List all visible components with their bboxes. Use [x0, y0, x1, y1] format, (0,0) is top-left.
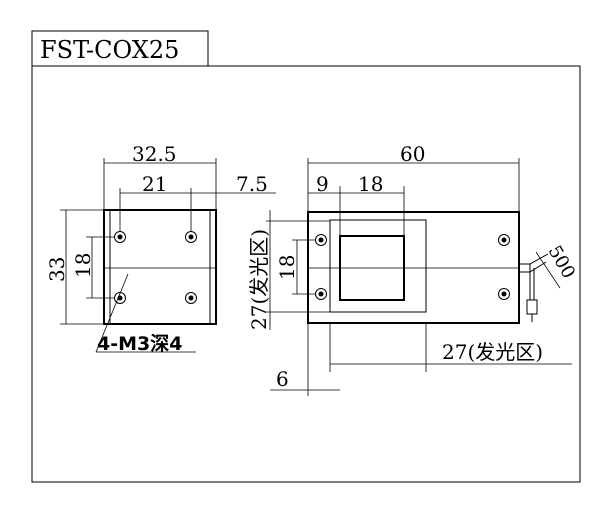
right-view: 500 60 9 18 27(发光区) 18 27(发光区) 6 [247, 142, 579, 396]
mounting-hole [114, 231, 126, 243]
dim-18-left: 18 [71, 253, 95, 278]
dim-7-5: 7.5 [236, 172, 268, 196]
title-box [31, 30, 209, 67]
mounting-hole [315, 288, 327, 300]
title-text: FST-COX25 [40, 36, 179, 64]
cable [519, 253, 549, 322]
drawing-frame [31, 65, 581, 483]
dim-18-vertical: 18 [275, 255, 299, 280]
dim-32-5: 32.5 [132, 142, 177, 166]
dim-21: 21 [142, 172, 167, 196]
hole-note-leader [95, 273, 129, 353]
right-body-outline [307, 211, 520, 324]
mounting-hole [498, 234, 510, 246]
dim-500: 500 [544, 242, 579, 282]
mounting-hole [185, 231, 197, 243]
emission-window-inner [339, 235, 405, 301]
dim-18-top: 18 [358, 172, 383, 196]
dim-27-horizontal: 27(发光区) [442, 340, 543, 364]
mounting-hole [498, 288, 510, 300]
dim-line-500 [535, 251, 561, 289]
dim-60: 60 [400, 142, 425, 166]
mounting-hole [315, 234, 327, 246]
dim-33: 33 [45, 257, 69, 282]
emission-window-outer [329, 219, 427, 313]
left-view: 32.5 21 7.5 33 18 4-M3深4 [45, 142, 276, 355]
left-body-outline [103, 209, 217, 325]
dim-9: 9 [316, 172, 329, 196]
hole-note: 4-M3深4 [97, 332, 182, 355]
dim-6: 6 [276, 367, 289, 391]
mounting-hole [185, 292, 197, 304]
dim-27-vertical: 27(发光区) [247, 229, 271, 330]
